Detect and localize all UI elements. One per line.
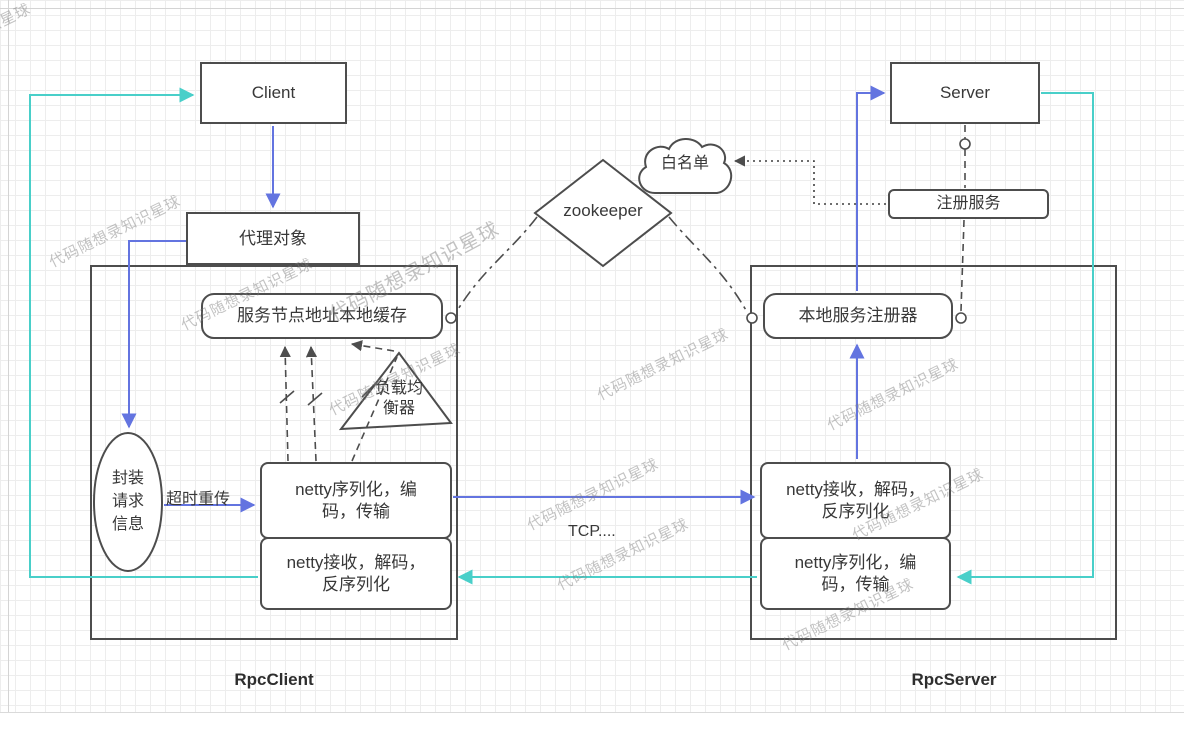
client-node[interactable]: Client <box>200 62 347 124</box>
rpcserver-title-text: RpcServer <box>911 670 997 689</box>
page-frame-left <box>8 0 9 712</box>
edge-netty-to-cache-2[interactable] <box>305 345 318 462</box>
netty-server-send-node[interactable]: netty序列化，编码，传输 <box>760 537 951 610</box>
netty-client-send-label: netty序列化，编码，传输 <box>295 480 417 521</box>
local-registrar-node[interactable]: 本地服务注册器 <box>763 293 953 339</box>
edge-netty-to-cache-1[interactable] <box>279 345 291 462</box>
cache-node[interactable]: 服务节点地址本地缓存 <box>201 293 443 339</box>
rpcclient-container[interactable] <box>90 265 458 640</box>
tick-mark-1 <box>279 390 295 404</box>
tcp-label: TCP.... <box>568 523 648 541</box>
rpcclient-title-text: RpcClient <box>234 670 314 689</box>
rpcserver-container[interactable] <box>750 265 1117 640</box>
request-wrapper-ellipse[interactable] <box>93 432 163 572</box>
timeout-retry-label: 超时重传 <box>166 485 262 509</box>
arrow-proxy-to-wrapper[interactable] <box>121 240 186 429</box>
proxy-node[interactable]: 代理对象 <box>186 212 360 265</box>
page-margin-bottom <box>0 712 1184 745</box>
client-label: Client <box>251 83 296 103</box>
register-service-label: 注册服务 <box>936 195 1001 212</box>
timeout-retry-text: 超时重传 <box>166 491 231 508</box>
server-label: Server <box>939 83 991 103</box>
tcp-text: TCP.... <box>568 523 616 540</box>
edge-zookeeper-to-cache[interactable] <box>456 216 538 312</box>
whitelist-cloud[interactable] <box>638 138 733 194</box>
rpcclient-title: RpcClient <box>90 670 458 690</box>
edge-register-service-to-registrar[interactable] <box>960 219 965 312</box>
zookeeper-diamond[interactable] <box>533 158 673 268</box>
arrow-response-to-client[interactable] <box>29 87 258 578</box>
netty-server-send-label: netty序列化，编码，传输 <box>794 553 917 594</box>
netty-client-recv-label: netty接收，解码，反序列化 <box>286 553 426 594</box>
netty-client-recv-node[interactable]: netty接收，解码，反序列化 <box>260 537 452 610</box>
connector-dot-registrar-left[interactable] <box>746 312 758 324</box>
arrow-registrar-to-server[interactable] <box>856 85 886 291</box>
netty-server-recv-label: netty接收，解码，反序列化 <box>786 480 925 521</box>
cache-label: 服务节点地址本地缓存 <box>237 306 407 326</box>
netty-server-recv-node[interactable]: netty接收，解码，反序列化 <box>760 462 951 539</box>
arrow-server-to-nettysend[interactable] <box>956 92 1094 585</box>
local-registrar-label: 本地服务注册器 <box>798 306 918 326</box>
edge-netty-to-balancer[interactable] <box>351 356 398 462</box>
netty-client-send-node[interactable]: netty序列化，编码，传输 <box>260 462 452 539</box>
rpcserver-title: RpcServer <box>770 670 1138 690</box>
connector-dot-cache[interactable] <box>445 312 457 324</box>
edge-register-service-to-whitelist[interactable] <box>733 155 886 205</box>
server-node[interactable]: Server <box>890 62 1040 124</box>
edge-zookeeper-to-registrar[interactable] <box>668 216 748 313</box>
connector-dot-registrar-right[interactable] <box>955 312 967 324</box>
load-balancer-triangle[interactable] <box>338 351 453 431</box>
tick-mark-2 <box>307 392 323 406</box>
tick-mark-3 <box>361 382 377 398</box>
edge-balancer-to-cache[interactable] <box>350 340 395 352</box>
connector-dot-server[interactable] <box>959 138 971 150</box>
page-frame-top <box>0 8 1184 9</box>
register-service-node[interactable]: 注册服务 <box>888 189 1049 219</box>
proxy-label: 代理对象 <box>239 228 307 248</box>
